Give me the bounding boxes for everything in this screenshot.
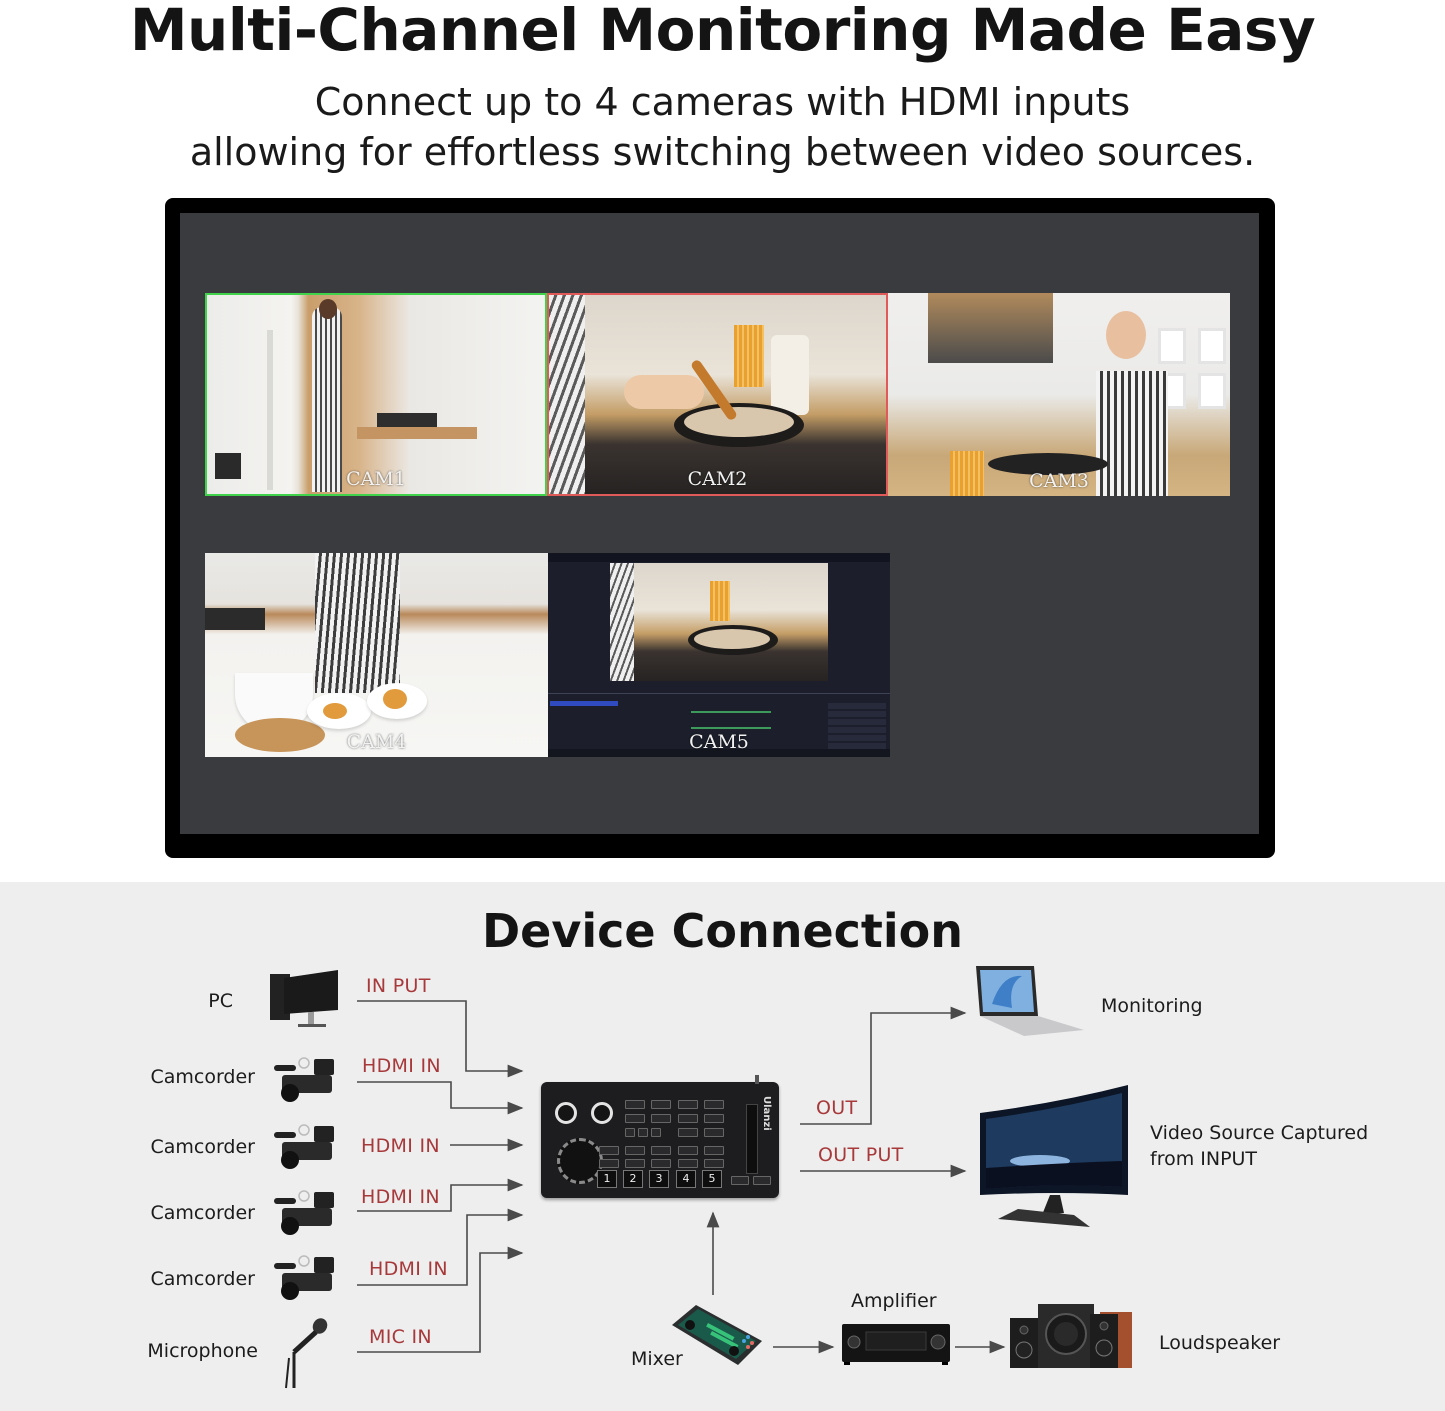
camcorder-icon [274, 1190, 334, 1235]
stove [377, 413, 437, 427]
output-label-monitoring: Monitoring [1101, 995, 1203, 1017]
cam-select-button-2: 2 [623, 1170, 643, 1188]
amplifier-icon [842, 1324, 950, 1365]
wall-frame [1198, 328, 1226, 364]
wall-frame [1158, 328, 1186, 364]
countertop [357, 427, 477, 439]
port-label-mic-in: MIC IN [369, 1326, 432, 1348]
app-titlebar [548, 553, 890, 562]
video-switcher-device: 1 2 3 4 5 Ulanzi [541, 1082, 779, 1198]
volume-dial [557, 1138, 603, 1184]
camera-tile-cam4[interactable]: CAM4 [205, 553, 548, 757]
source-label-camcorder: Camcorder [150, 1066, 255, 1088]
microphone-icon [285, 1318, 328, 1389]
sink [205, 608, 265, 630]
audio-label-mixer: Mixer [631, 1348, 683, 1370]
port-label-hdmi-in: HDMI IN [361, 1186, 440, 1208]
port-label-output: OUT PUT [818, 1144, 904, 1166]
source-label-pc: PC [208, 990, 233, 1012]
person-apron [312, 307, 342, 492]
subtitle-line-2: allowing for effortless switching betwee… [189, 130, 1256, 174]
port-label-hdmi-in: HDMI IN [369, 1258, 448, 1280]
arm [624, 375, 704, 409]
subtitle-line-1: Connect up to 4 cameras with HDMI inputs [314, 80, 1131, 124]
cam-label: CAM2 [687, 468, 748, 490]
audio-label-loudspeaker: Loudspeaker [1159, 1332, 1281, 1354]
output-label-video-source-line2: from INPUT [1150, 1148, 1258, 1170]
pasta [383, 689, 407, 709]
pan-food [684, 407, 794, 437]
port-label-hdmi-in: HDMI IN [361, 1135, 440, 1157]
scene-list-selected[interactable] [550, 701, 618, 706]
cutting-board [235, 718, 325, 752]
cam-label: CAM3 [1029, 470, 1089, 492]
camcorder-icon [274, 1255, 334, 1300]
preview-video [610, 563, 828, 681]
cam-select-button-4: 4 [676, 1170, 696, 1188]
apron-stripes [549, 295, 585, 494]
camera-tile-cam1[interactable]: CAM1 [205, 293, 547, 496]
cam-select-button-1: 1 [597, 1170, 617, 1188]
cam-select-button-5: 5 [702, 1170, 722, 1188]
camcorder-icon [274, 1057, 334, 1102]
mixer-icon [672, 1305, 762, 1365]
pasta [950, 451, 984, 496]
antenna-port [755, 1075, 759, 1084]
laptop-icon [976, 966, 1084, 1036]
person-apron [315, 553, 400, 693]
pasta-jar [734, 325, 764, 387]
port-label-out: OUT [816, 1097, 858, 1119]
device-connection-title: Device Connection [481, 904, 964, 958]
range-hood [928, 293, 1053, 363]
cam-label: CAM4 [346, 731, 407, 753]
output-label-video-source-line1: Video Source Captured [1150, 1122, 1369, 1144]
frying-pan [988, 453, 1108, 475]
t-bar-fader [746, 1104, 758, 1174]
camcorder-icon [274, 1124, 334, 1169]
brand-logo: Ulanzi [761, 1096, 772, 1131]
camera-tile-cam3[interactable]: CAM3 [888, 293, 1230, 496]
person-head [1106, 311, 1146, 359]
light-switch [215, 453, 241, 479]
taskbar [548, 749, 890, 757]
curved-monitor-icon [980, 1085, 1128, 1227]
gain-knob [591, 1102, 613, 1124]
cam-label: CAM5 [689, 731, 749, 753]
source-label-camcorder: Camcorder [150, 1136, 255, 1158]
source-label-camcorder: Camcorder [150, 1268, 255, 1290]
pc-monitor-icon [270, 970, 338, 1027]
page-title: Multi-Channel Monitoring Made Easy [129, 0, 1316, 64]
panel-divider [548, 693, 890, 694]
door-frame [267, 330, 273, 490]
wall-frame [1198, 373, 1226, 409]
audio-label-amplifier: Amplifier [851, 1290, 937, 1312]
controls-panel [828, 703, 886, 751]
milk-jar [771, 335, 809, 415]
pasta [323, 703, 347, 719]
loudspeaker-icon [1010, 1304, 1132, 1368]
camera-tile-cam2[interactable]: CAM2 [547, 293, 888, 496]
port-label-hdmi-in: HDMI IN [362, 1055, 441, 1077]
person-apron [1096, 371, 1168, 496]
source-label-microphone: Microphone [147, 1340, 258, 1362]
cam-select-button-3: 3 [649, 1170, 669, 1188]
port-label-input: IN PUT [366, 975, 431, 997]
source-label-camcorder: Camcorder [150, 1202, 255, 1224]
audio-meter [691, 727, 771, 729]
camera-tile-cam5[interactable]: CAM5 [548, 553, 890, 757]
cam-label: CAM1 [346, 468, 406, 490]
gain-knob [555, 1102, 577, 1124]
audio-meter [691, 711, 771, 713]
person-head [319, 299, 337, 319]
